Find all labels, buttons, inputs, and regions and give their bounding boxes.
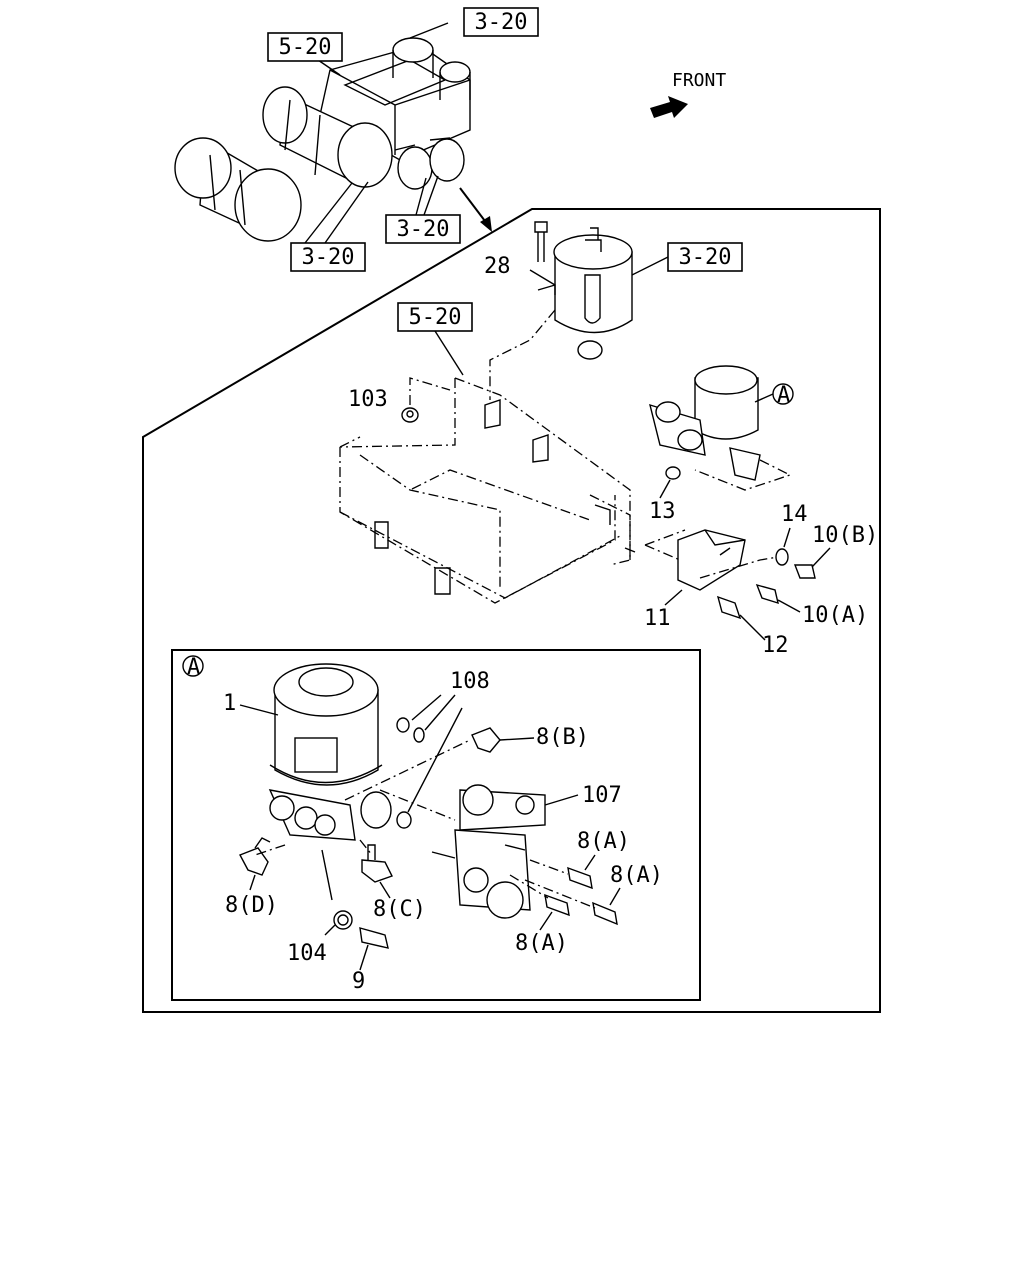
bolt-10b (793, 564, 816, 579)
bolt-10a (755, 583, 779, 605)
detail-box-marker-circle (182, 655, 204, 677)
air-dryer-assembly (649, 365, 792, 491)
washer-14 (775, 548, 789, 566)
label-1: 1 (223, 691, 236, 716)
air-dryer-1 (268, 663, 392, 841)
detail-box-marker: A (187, 655, 200, 680)
fitting-8a-1 (567, 866, 593, 890)
fitting-8b (471, 727, 501, 753)
ref-tray: 5-20 (409, 305, 462, 330)
label-10a: 10(A) (802, 603, 868, 628)
label-8a-1: 8(A) (577, 829, 630, 854)
fitting-9 (359, 927, 389, 949)
nut-13 (665, 466, 681, 480)
overview-tank-top (392, 37, 471, 100)
fitting-8c (361, 844, 393, 883)
detail-frame (171, 649, 701, 1001)
overview-assembly: 3-20 5-20 3-20 3-20 (174, 7, 539, 272)
label-104: 104 (287, 941, 327, 966)
label-8c: 8(C) (373, 897, 426, 922)
valve-107 (431, 784, 546, 919)
label-8a-3: 8(A) (515, 931, 568, 956)
ref-box-overview-left (267, 32, 343, 62)
front-label: FRONT (672, 70, 726, 91)
front-indicator: FRONT (650, 70, 726, 118)
overview-tank-left (174, 137, 302, 242)
ref-box-overview-top (463, 7, 539, 37)
label-8b: 8(B) (536, 725, 589, 750)
detail-marker: A (777, 383, 790, 408)
ref-tank: 3-20 (679, 245, 732, 270)
ref-overview-left: 5-20 (279, 35, 332, 60)
ref-overview-bottom-right: 3-20 (397, 217, 450, 242)
ref-box-overview-bottom-left (290, 242, 366, 272)
label-9: 9 (352, 969, 365, 994)
label-13: 13 (649, 499, 676, 524)
nut-washer-108 (396, 717, 425, 829)
bolt-28 (534, 221, 548, 262)
label-10b: 10(B) (812, 523, 878, 548)
fitting-8a-2 (592, 901, 618, 926)
label-103: 103 (348, 387, 388, 412)
label-8d: 8(D) (225, 893, 278, 918)
nut-103 (401, 377, 451, 423)
bracket-11 (644, 529, 791, 591)
fitting-8a-3 (544, 893, 570, 917)
label-11: 11 (644, 606, 671, 631)
label-14: 14 (781, 502, 808, 527)
ref-overview-top: 3-20 (475, 10, 528, 35)
ref-box-tank (667, 242, 743, 272)
front-arrow-icon (650, 96, 688, 118)
ref-box-overview-bottom-right (385, 214, 461, 244)
bolt-12 (716, 595, 742, 620)
label-8a-2: 8(A) (610, 863, 663, 888)
main-frame (142, 208, 881, 1013)
label-108: 108 (450, 669, 490, 694)
label-107: 107 (582, 783, 622, 808)
overview-tanks-lower (394, 137, 465, 190)
tray-assembly (339, 377, 636, 604)
fitting-8d (239, 837, 271, 876)
seal-104 (333, 910, 353, 930)
label-12: 12 (762, 633, 789, 658)
label-28: 28 (484, 254, 511, 279)
ref-overview-bottom-left: 3-20 (302, 245, 355, 270)
spring-brake-tank (489, 227, 633, 400)
